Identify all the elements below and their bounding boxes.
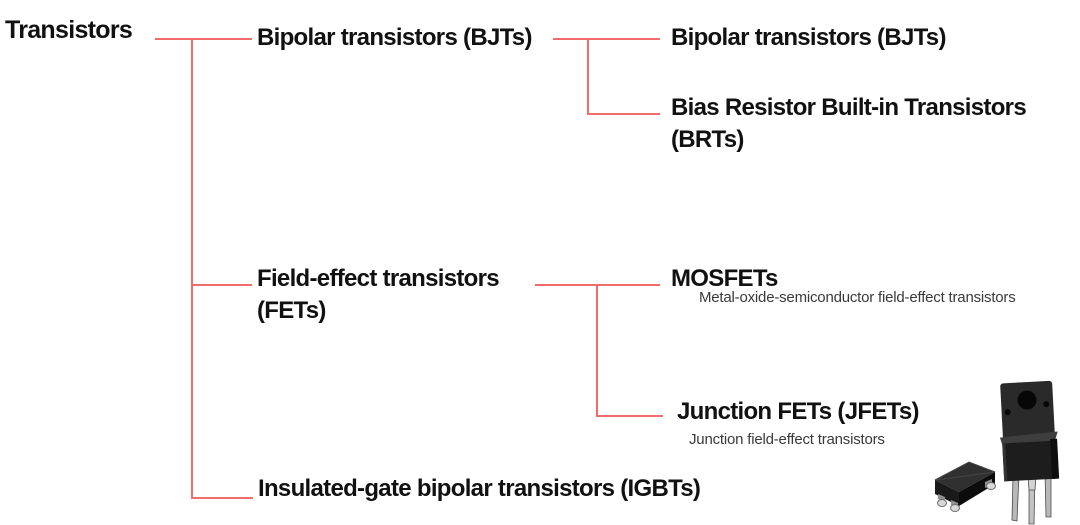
node-junction-fets-subtitle: Junction field-effect transistors <box>689 431 885 448</box>
node-transistors: Transistors <box>5 16 133 44</box>
edge-root-to-igbt <box>191 497 253 499</box>
node-bias-resistor-built-in-transistors: Bias Resistor Built-in Transistors (BRTs… <box>671 92 1027 156</box>
sot23-package-icon <box>934 461 996 512</box>
edge-bjt-to-bjt-child <box>553 38 660 40</box>
node-brt-line1: Bias Resistor Built-in Transistors <box>671 94 1027 121</box>
edge-bjt-to-brt <box>587 113 660 115</box>
edge-root-to-bjt <box>155 38 252 40</box>
node-fet-line2: (FETs) <box>257 297 326 324</box>
node-bipolar-transistors: Bipolar transistors (BJTs) <box>257 24 532 51</box>
node-igbts: Insulated-gate bipolar transistors (IGBT… <box>258 475 701 502</box>
to220-package-icon <box>999 380 1060 525</box>
edge-bjt-vertical <box>587 38 589 115</box>
edge-root-vertical <box>191 38 193 499</box>
node-bipolar-transistors-child: Bipolar transistors (BJTs) <box>671 24 946 51</box>
edge-root-to-fet <box>191 284 252 286</box>
node-brt-line2: (BRTs) <box>671 126 744 153</box>
node-mosfets: MOSFETs <box>671 265 778 292</box>
edge-fet-vertical <box>596 284 598 417</box>
edge-fet-to-jfet <box>596 415 663 417</box>
node-mosfets-subtitle: Metal-oxide-semiconductor field-effect t… <box>699 289 1016 306</box>
node-fet-line1: Field-effect transistors <box>257 265 500 292</box>
node-field-effect-transistors: Field-effect transistors (FETs) <box>257 263 500 327</box>
node-junction-fets: Junction FETs (JFETs) <box>677 398 919 425</box>
